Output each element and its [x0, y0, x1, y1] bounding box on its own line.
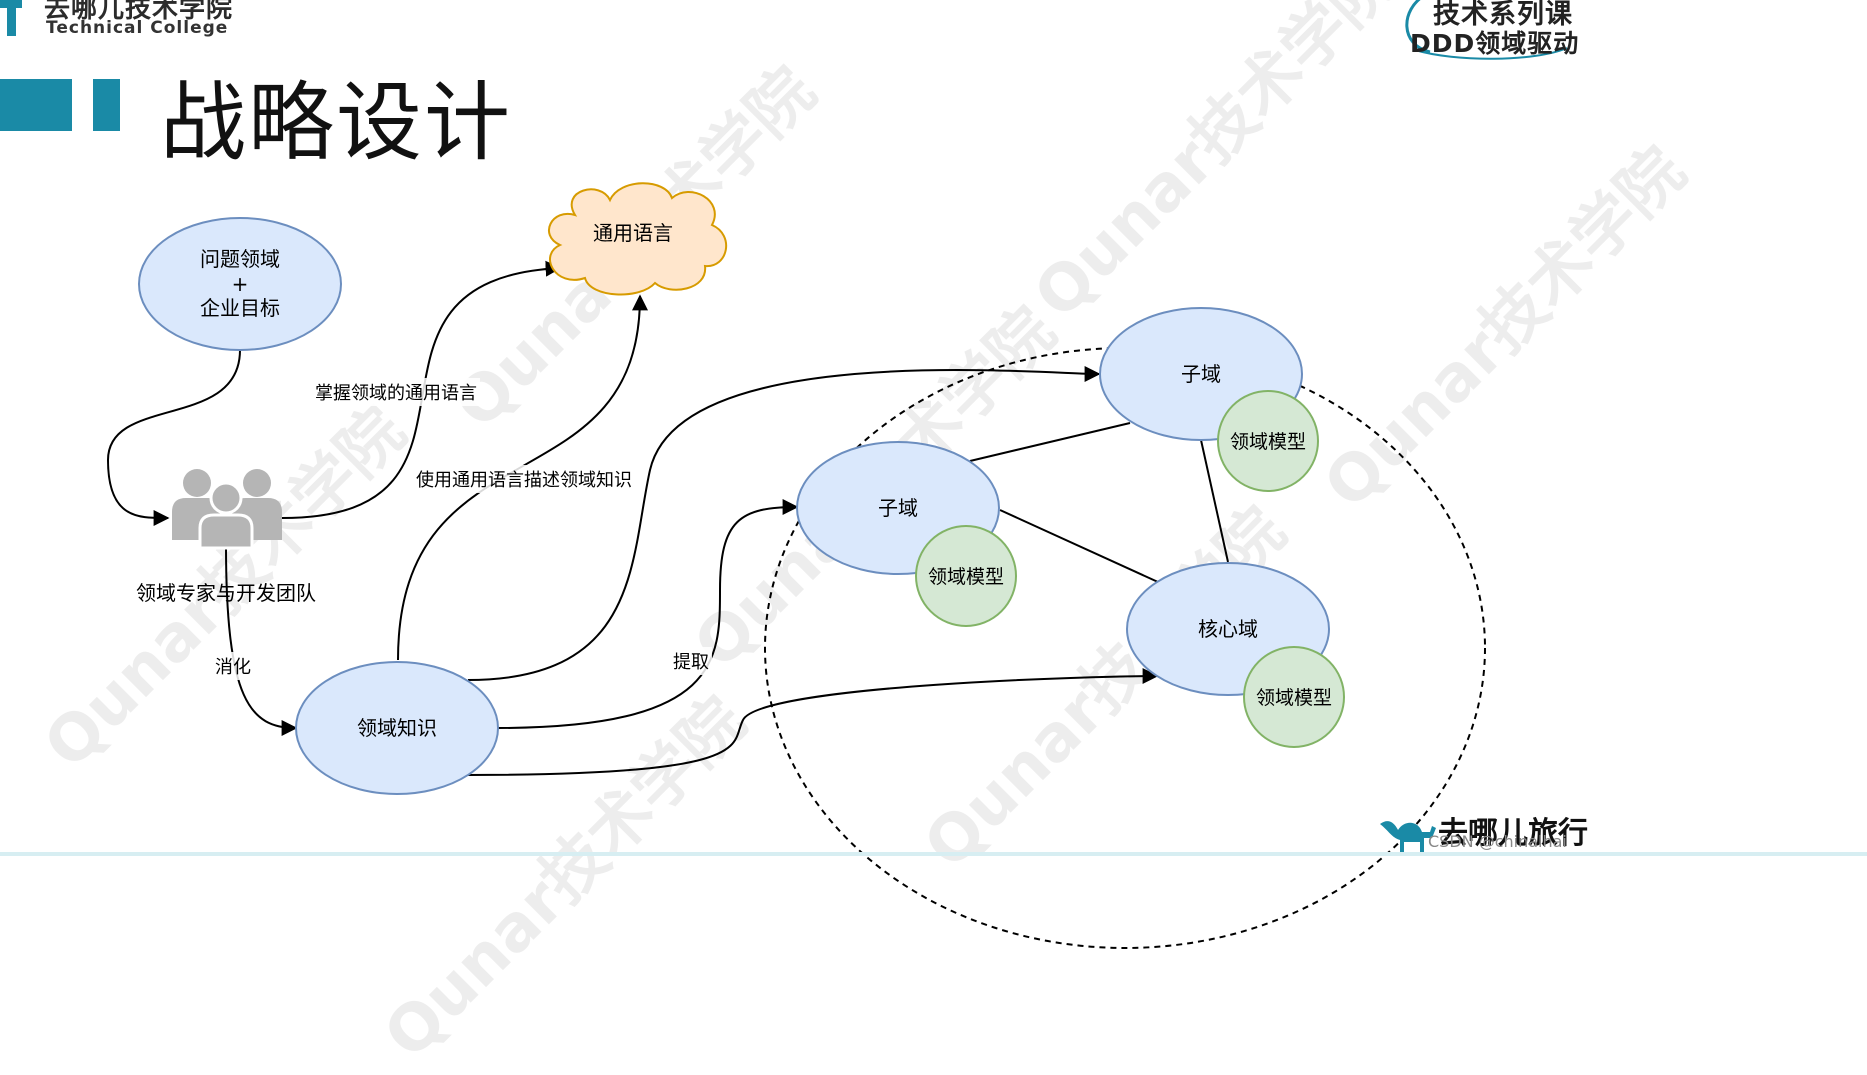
problem-domain-line2: 企业目标	[200, 296, 280, 320]
model-core-node	[1243, 646, 1345, 748]
edge-label-digest: 消化	[215, 657, 251, 678]
edge-problem-to-team	[106, 349, 241, 527]
bottom-accent-line	[0, 852, 1867, 856]
footer-brand: 去哪儿旅行	[1438, 816, 1588, 851]
link-subdomain-core-right	[1200, 439, 1229, 563]
team-label: 领域专家与开发团队	[136, 581, 316, 605]
problem-domain-node	[138, 217, 342, 351]
subdomain-left-label: 子域	[878, 496, 918, 520]
problem-domain-plus: +	[232, 272, 249, 296]
edge-label-extract: 提取	[673, 652, 709, 673]
domain-knowledge-node	[295, 661, 499, 795]
model-right-label: 领域模型	[1230, 431, 1306, 453]
model-right-node	[1217, 390, 1319, 492]
edge-label-master-language: 掌握领域的通用语言	[315, 383, 477, 404]
ubiquitous-language-cloud	[548, 182, 728, 296]
model-core-label: 领域模型	[1256, 687, 1332, 709]
ubiquitous-language-label: 通用语言	[593, 221, 673, 245]
camel-logo-icon	[1380, 821, 1436, 856]
subdomain-right-label: 子域	[1181, 362, 1221, 386]
bounded-context-boundary	[764, 347, 1486, 949]
link-subdomain-subdomain	[969, 422, 1131, 462]
model-left-label: 领域模型	[928, 566, 1004, 588]
problem-domain-line1: 问题领域	[200, 247, 280, 271]
college-logo: 去哪儿技术学院 Technical College	[0, 0, 240, 44]
footer-credit: CSDN @chinalhai	[1428, 832, 1567, 851]
title-bar-small	[93, 79, 120, 131]
logo-en: Technical College	[46, 18, 229, 38]
core-domain-label: 核心域	[1198, 617, 1258, 641]
edge-knowledge-to-core	[467, 668, 1159, 776]
series-line1: 技术系列课	[1433, 0, 1573, 30]
logo-cn: 去哪儿技术学院	[44, 0, 234, 24]
domain-knowledge-label: 领域知识	[357, 716, 437, 740]
edge-team-to-knowledge	[225, 544, 298, 736]
series-badge-ring-icon	[1405, 0, 1568, 60]
edge-knowledge-to-subdomain-right	[467, 365, 1101, 681]
logo-mark-icon	[0, 0, 22, 36]
edge-label-describe-knowledge: 使用通用语言描述领域知识	[416, 470, 632, 491]
title-bar-wide	[0, 79, 72, 131]
edge-knowledge-to-subdomain-left	[496, 499, 799, 729]
model-left-node	[915, 525, 1017, 627]
link-subdomain-core	[999, 509, 1159, 583]
strategic-design-diagram: 掌握领域的通用语言 使用通用语言描述领域知识 消化 提取 问题领域 + 企业目标…	[106, 182, 1486, 949]
page-title: 战略设计	[160, 73, 512, 173]
series-line2: DDD领域驱动	[1410, 29, 1580, 58]
team-people-icon	[172, 469, 282, 550]
